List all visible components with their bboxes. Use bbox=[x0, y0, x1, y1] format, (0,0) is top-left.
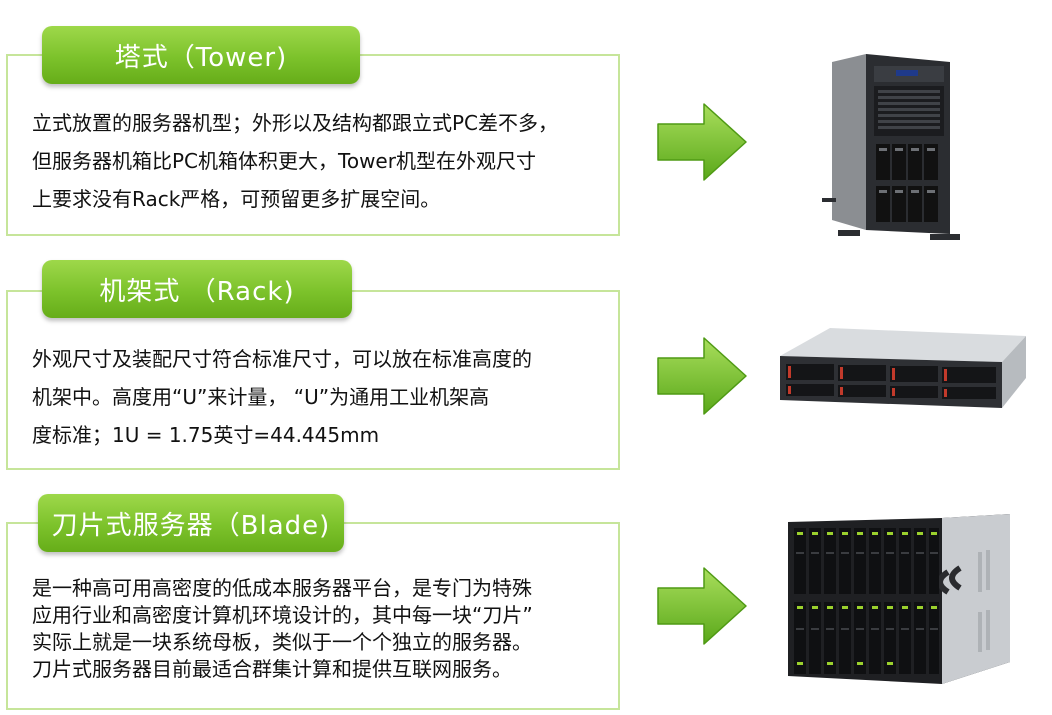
blade-description: 是一种高可用高密度的低成本服务器平台，是专门为特殊 应用行业和高密度计算机环境设… bbox=[32, 575, 533, 683]
blade-panel bbox=[6, 522, 620, 710]
tower-server-image bbox=[822, 54, 960, 240]
right-arrow-icon bbox=[657, 337, 747, 415]
blade-line-4: 刀片式服务器目前最适合群集计算和提供互联网服务。 bbox=[32, 657, 512, 681]
rack-description: 外观尺寸及装配尺寸符合标准尺寸，可以放在标准高度的 机架中。高度用“U”来计量，… bbox=[32, 340, 532, 454]
rack-title: 机架式 （Rack) bbox=[42, 260, 352, 318]
blade-line-3: 实际上就是一块系统母板，类似于一个个独立的服务器。 bbox=[32, 630, 532, 654]
tower-description: 立式放置的服务器机型；外形以及结构都跟立式PC差不多， 但服务器机箱比PC机箱体… bbox=[32, 104, 558, 218]
rack-line-3: 度标准；1U = 1.75英寸=44.445mm bbox=[32, 423, 380, 447]
blade-title: 刀片式服务器（Blade) bbox=[38, 494, 344, 552]
rack-line-2: 机架中。高度用“U”来计量， “U”为通用工业机架高 bbox=[32, 385, 490, 409]
blade-server-image bbox=[788, 514, 1010, 684]
tower-line-1: 立式放置的服务器机型；外形以及结构都跟立式PC差不多， bbox=[32, 111, 559, 135]
tower-line-2: 但服务器机箱比PC机箱体积更大，Tower机型在外观尺寸 bbox=[32, 149, 536, 173]
tower-panel bbox=[6, 54, 620, 236]
rack-server-image bbox=[780, 328, 1026, 408]
blade-line-2: 应用行业和高密度计算机环境设计的，其中每一块“刀片” bbox=[32, 603, 533, 627]
rack-panel bbox=[6, 290, 620, 470]
tower-title: 塔式（Tower) bbox=[42, 26, 360, 84]
right-arrow-icon bbox=[657, 567, 747, 645]
blade-line-1: 是一种高可用高密度的低成本服务器平台，是专门为特殊 bbox=[32, 576, 532, 600]
tower-line-3: 上要求没有Rack严格，可预留更多扩展空间。 bbox=[32, 187, 441, 211]
right-arrow-icon bbox=[657, 103, 747, 181]
rack-line-1: 外观尺寸及装配尺寸符合标准尺寸，可以放在标准高度的 bbox=[32, 347, 532, 371]
